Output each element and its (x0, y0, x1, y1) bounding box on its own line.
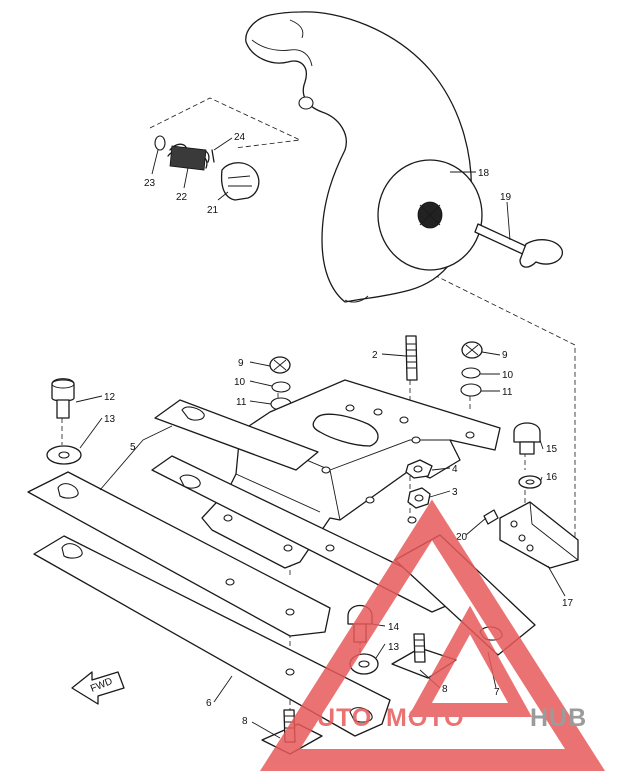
callout-5: 5 (130, 442, 136, 453)
callout-17: 17 (562, 598, 574, 609)
callout-13-lower: 13 (388, 642, 400, 653)
callout-22: 22 (176, 192, 188, 203)
nut-part-3 (407, 487, 431, 509)
stud-plate-part-8-right (391, 633, 457, 679)
plate-part-5-upper (154, 399, 319, 471)
nut-stack-right (460, 341, 483, 397)
callout-11-right: 11 (502, 387, 513, 398)
air-shroud-part-18 (245, 11, 483, 303)
callout-10-left: 10 (234, 377, 246, 388)
washer-part-23 (154, 135, 166, 151)
nut-part-4 (405, 459, 433, 479)
spring-part-22 (167, 143, 210, 171)
nut-stack-left (269, 356, 292, 411)
callout-19: 19 (500, 192, 512, 203)
watermark: AUTO MOTO HUB (260, 499, 606, 771)
knob-part-21 (220, 162, 260, 201)
callout-8-bottom: 8 (242, 716, 248, 727)
watermark-brand-part3: HUB (530, 704, 587, 732)
callout-20: 20 (456, 532, 468, 543)
callout-23: 23 (144, 178, 156, 189)
callout-9-right: 9 (502, 350, 508, 361)
callout-9-left: 9 (238, 358, 244, 369)
callout-3: 3 (452, 487, 458, 498)
callout-12: 12 (104, 392, 116, 403)
stud-part-2 (405, 335, 418, 381)
callout-16: 16 (546, 472, 558, 483)
callout-14: 14 (388, 622, 400, 633)
bolt-part-12 (51, 378, 75, 419)
watermark-brand-part1: AUTO (298, 704, 372, 732)
callout-2: 2 (372, 350, 378, 361)
washer-part-16 (518, 475, 542, 489)
callout-24: 24 (234, 132, 246, 143)
washer-part-13-upper (46, 445, 82, 465)
callout-15: 15 (546, 444, 558, 455)
callout-7: 7 (494, 687, 500, 698)
leader-lines (75, 137, 566, 739)
forward-arrow: FWD (71, 671, 125, 705)
bracket-part-17 (499, 501, 579, 569)
bolt-part-19 (474, 223, 563, 268)
callout-10-right: 10 (502, 370, 514, 381)
plate-part-5-long (27, 471, 331, 637)
watermark-brand-part2: MOTO (386, 704, 465, 732)
callout-6: 6 (206, 698, 212, 709)
callout-11-left: 11 (236, 397, 247, 408)
callout-13-upper: 13 (104, 414, 116, 425)
bolt-part-15 (513, 422, 541, 455)
callout-21: 21 (207, 205, 219, 216)
callout-8-right: 8 (442, 684, 448, 695)
callout-18: 18 (478, 168, 490, 179)
callout-numbers: 18 19 24 23 22 21 2 9 10 11 9 10 11 12 1… (104, 132, 574, 727)
screw-part-20 (483, 509, 499, 525)
pin-part-24 (211, 149, 215, 163)
callout-4: 4 (452, 464, 458, 475)
watermark-logo (260, 499, 606, 771)
